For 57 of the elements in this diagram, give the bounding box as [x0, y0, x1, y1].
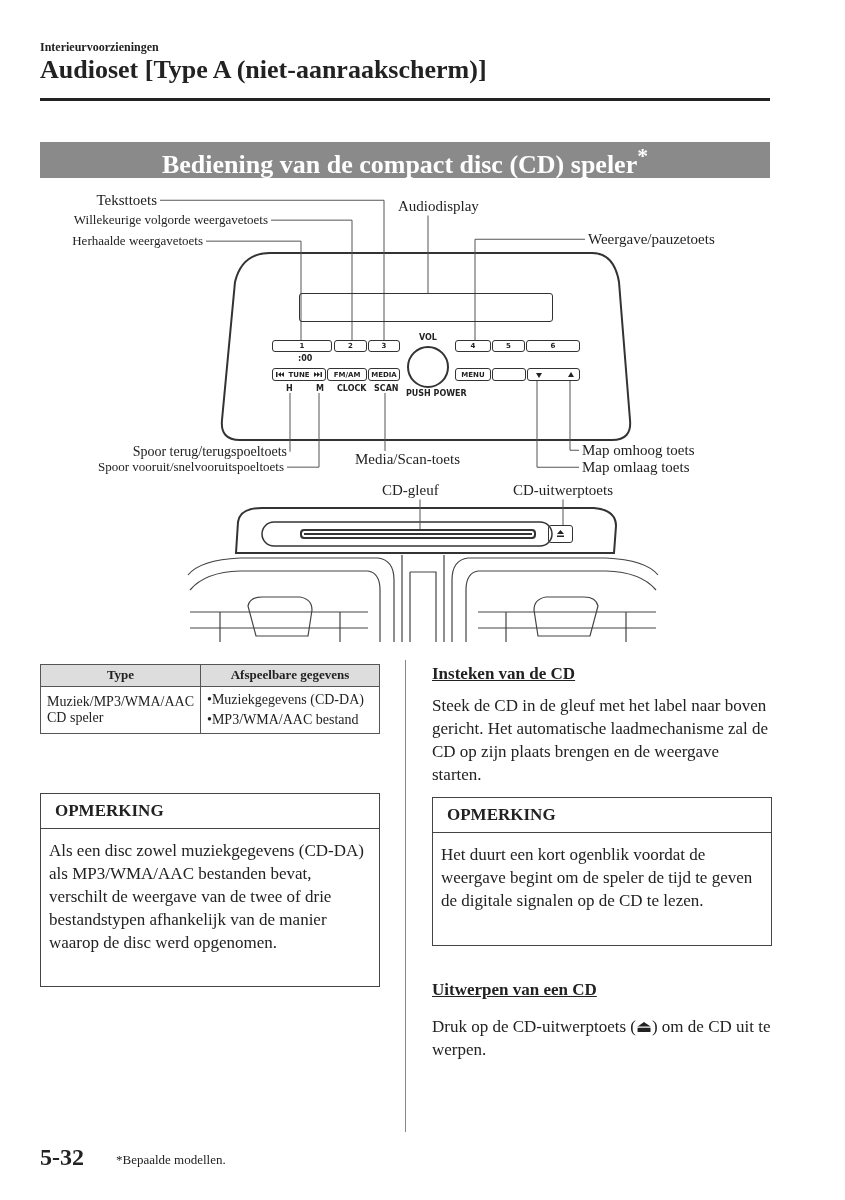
button-caption: CLOCK	[337, 385, 367, 393]
table-header-cell: Afspeelbare gegevens	[200, 664, 380, 687]
callout-label: Map omlaag toets	[582, 459, 690, 476]
leader-line	[286, 392, 320, 468]
callout-label: Weergave/pauzetoets	[588, 231, 715, 248]
leader-line	[384, 392, 386, 452]
leader-line	[289, 392, 291, 453]
paragraph: Steek de CD in de gleuf met het label naar boven gericht. Het automatische laadmechanisme zal de CD op zijn plaats brengen en de weergave starten.	[432, 695, 770, 787]
disc-slot	[300, 529, 536, 539]
callout-label: Spoor vooruit/snelvooruitspoeltoets	[98, 460, 284, 475]
page-title: Audioset [Type A (niet-aanraakscherm)]	[40, 55, 487, 85]
leader-line	[562, 499, 564, 526]
section-banner: Bediening van de compact disc (CD) speler$^{*}$	[40, 142, 770, 178]
display-screen	[299, 293, 553, 322]
button-caption: SCAN	[374, 385, 399, 393]
button-caption: VOL	[419, 334, 437, 342]
leader-line	[474, 238, 586, 341]
callout-label: Teksttoets	[96, 192, 157, 209]
paragraph: Druk op de CD-uitwerptoets (⏏) om de CD uit te werpen.	[432, 1016, 772, 1062]
subheading: Insteken van de CD	[432, 664, 576, 684]
volume-knob	[407, 346, 449, 388]
note-text: Als een disc zowel muziekgegevens (CD-DA) als MP3/WMA/AAC bestanden bevat, verschilt de weergave van de twee of drie bestandstypen afhankelijk van de manier waarop de disc werd opgenomen.	[48, 840, 365, 955]
button-caption: M	[316, 385, 324, 393]
page-number: 5-32	[40, 1144, 84, 1171]
leader-line	[419, 499, 421, 530]
note-text: Het duurt een kort ogenblik voordat de weergave begint om de speler de tijd te geven de digitale signalen op de CD te lezen.	[440, 844, 754, 913]
leader-line	[205, 240, 302, 341]
section-label: Interieurvoorzieningen	[40, 40, 159, 55]
leader-line	[270, 219, 353, 341]
callout-label: Herhaalde weergavetoets	[72, 234, 203, 249]
eject-button	[548, 525, 573, 543]
note-box	[432, 797, 772, 946]
folder-button	[527, 368, 580, 381]
blank-button	[492, 368, 526, 381]
footnote: *Bepaalde modellen.	[116, 1152, 226, 1168]
note-heading: OPMERKING	[41, 794, 379, 829]
leader-line	[427, 215, 429, 294]
button-caption: :00	[298, 355, 313, 363]
callout-label: CD-gleuf	[382, 482, 439, 499]
callout-label: Willekeurige volgorde weergavetoets	[73, 213, 268, 228]
callout-label: Map omhoog toets	[582, 442, 695, 459]
callout-label: Spoor terug/terugspoeltoets	[132, 444, 287, 460]
button-caption: PUSH POWER	[406, 390, 467, 398]
leader-line	[569, 380, 580, 451]
button-caption: H	[286, 385, 293, 393]
callout-label: Audiodisplay	[398, 198, 479, 215]
leader-line	[536, 380, 580, 468]
list-item: •Muziekgegevens (CD-DA)	[207, 690, 365, 709]
note-heading: OPMERKING	[433, 798, 771, 833]
table-cell: Muziek/MP3/WMA/AAC CD speler	[40, 686, 201, 734]
note-box	[40, 793, 380, 987]
callout-label: Media/Scan-toets	[355, 451, 460, 468]
table-header-cell: Type	[40, 664, 201, 687]
leader-line	[159, 199, 385, 341]
subheading: Uitwerpen van een CD	[432, 980, 597, 1000]
list-item: •MP3/WMA/AAC bestand	[207, 711, 360, 730]
callout-label: CD-uitwerptoets	[513, 482, 613, 499]
